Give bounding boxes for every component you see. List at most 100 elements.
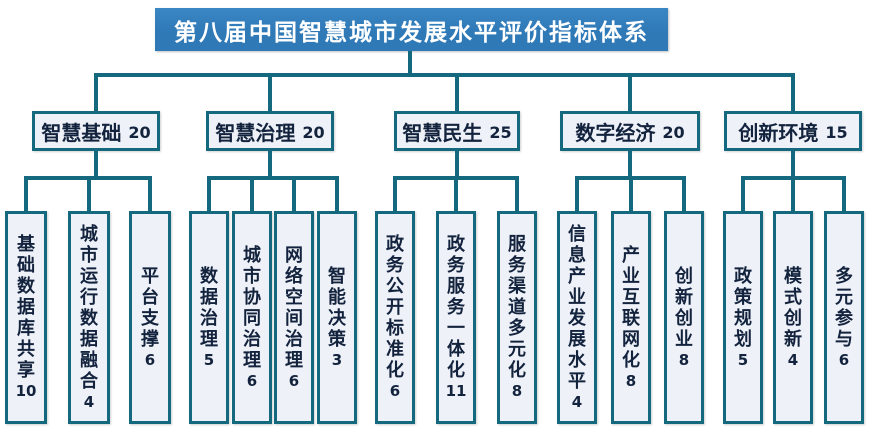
indicator-label-char: 智 bbox=[328, 265, 346, 287]
indicator-label-char: 数 bbox=[80, 307, 98, 329]
indicator-label-char: 互 bbox=[622, 286, 640, 308]
indicator-label-char: 多 bbox=[835, 265, 853, 287]
indicator-score: 4 bbox=[83, 392, 95, 411]
indicator-score: 6 bbox=[838, 350, 850, 369]
indicator-label-char: 空 bbox=[285, 286, 303, 308]
indicator-label-char: 化 bbox=[508, 360, 526, 381]
indicator-label-char: 新 bbox=[784, 328, 802, 350]
connector-level2-drop bbox=[292, 176, 296, 211]
indicator-score: 8 bbox=[625, 371, 637, 390]
connector-level1-drop bbox=[628, 73, 632, 111]
indicator-label-char: 元 bbox=[835, 286, 853, 308]
connector-category-stub bbox=[268, 151, 272, 180]
indicator-label-char: 联 bbox=[622, 307, 640, 329]
indicator-label-char: 政 bbox=[447, 234, 465, 255]
indicator-label-char: 划 bbox=[734, 328, 752, 350]
connector-level1-drop bbox=[791, 73, 795, 111]
connector-level2-drop bbox=[515, 176, 519, 211]
indicator-label-char: 产 bbox=[568, 265, 586, 287]
indicator-label-char: 运 bbox=[80, 265, 98, 287]
indicator-label-char: 业 bbox=[675, 328, 693, 350]
indicator-label-char: 城 bbox=[80, 223, 98, 245]
connector-level2-drop bbox=[454, 176, 458, 211]
connector-level2-drop bbox=[87, 176, 91, 211]
category-score: 15 bbox=[825, 123, 848, 142]
indicator-label-char: 治 bbox=[243, 328, 261, 350]
indicator-label-char: 务 bbox=[447, 255, 465, 276]
indicator-label-char: 服 bbox=[508, 234, 526, 255]
connector-level1-drop bbox=[94, 73, 98, 111]
indicator-label-char: 理 bbox=[200, 328, 218, 350]
indicator-label-char: 协 bbox=[243, 286, 261, 308]
indicator-label-char: 数 bbox=[200, 265, 218, 287]
indicator-label-char: 据 bbox=[80, 328, 98, 350]
indicator-label-char: 产 bbox=[622, 244, 640, 266]
indicator-label-char: 业 bbox=[568, 286, 586, 308]
connector-level2-drop bbox=[741, 176, 745, 211]
indicator-score: 5 bbox=[203, 350, 215, 369]
connector-category-stub bbox=[791, 151, 795, 180]
indicator-label-char: 渠 bbox=[508, 276, 526, 297]
indicator-label-char: 台 bbox=[141, 286, 159, 308]
indicator-label-char: 平 bbox=[141, 265, 159, 287]
indicator-label-char: 市 bbox=[80, 244, 98, 266]
indicator-label-char: 行 bbox=[80, 286, 98, 308]
indicator-score: 4 bbox=[787, 350, 799, 369]
indicator-label-char: 基 bbox=[17, 234, 35, 255]
category-label: 智慧民生 bbox=[402, 120, 483, 145]
indicator-score: 6 bbox=[144, 350, 156, 369]
connector-level2-drop bbox=[842, 176, 846, 211]
connector-level2-drop bbox=[682, 176, 686, 211]
connector-category-stub bbox=[94, 151, 98, 180]
diagram-title: 第八届中国智慧城市发展水平评价指标体系 bbox=[155, 8, 668, 51]
indicator-label-char: 水 bbox=[568, 349, 586, 371]
indicator-label-char: 创 bbox=[675, 265, 693, 287]
indicator-label-char: 据 bbox=[17, 297, 35, 318]
indicator-label-char: 化 bbox=[447, 360, 465, 381]
indicator-label-char: 撑 bbox=[141, 328, 159, 350]
category-score: 20 bbox=[662, 123, 685, 142]
connector-level2-rail bbox=[207, 176, 339, 180]
connector-level2-drop bbox=[148, 176, 152, 211]
indicator-label-char: 理 bbox=[243, 349, 261, 371]
connector-level2-drop bbox=[24, 176, 28, 211]
indicator-label-char: 道 bbox=[508, 297, 526, 318]
indicator-label-char: 合 bbox=[80, 370, 98, 392]
connector-level2-drop bbox=[575, 176, 579, 211]
connector-level1-drop bbox=[268, 73, 272, 111]
indicator-label-char: 市 bbox=[243, 265, 261, 287]
connector-category-stub bbox=[628, 151, 632, 180]
indicator-label-char: 多 bbox=[508, 318, 526, 339]
indicator-label-char: 公 bbox=[386, 276, 404, 297]
category-label: 智慧治理 bbox=[215, 120, 296, 145]
indicator-label-char: 治 bbox=[200, 307, 218, 329]
indicator-score: 3 bbox=[331, 350, 343, 369]
indicator-label-char: 服 bbox=[447, 276, 465, 297]
indicator-label-char: 式 bbox=[784, 286, 802, 308]
indicator-label-char: 理 bbox=[285, 349, 303, 371]
indicator-label-char: 网 bbox=[622, 328, 640, 350]
connector-level2-drop bbox=[250, 176, 254, 211]
indicator-label-char: 数 bbox=[17, 276, 35, 297]
indicator-label-char: 策 bbox=[328, 328, 346, 350]
connector-level2-drop bbox=[207, 176, 211, 211]
indicator-score: 6 bbox=[389, 382, 401, 400]
indicator-score: 8 bbox=[678, 350, 690, 369]
category-score: 20 bbox=[128, 123, 151, 142]
indicator-label-char: 政 bbox=[386, 234, 404, 255]
indicator-label-char: 业 bbox=[622, 265, 640, 287]
indicator-label-char: 信 bbox=[568, 223, 586, 245]
